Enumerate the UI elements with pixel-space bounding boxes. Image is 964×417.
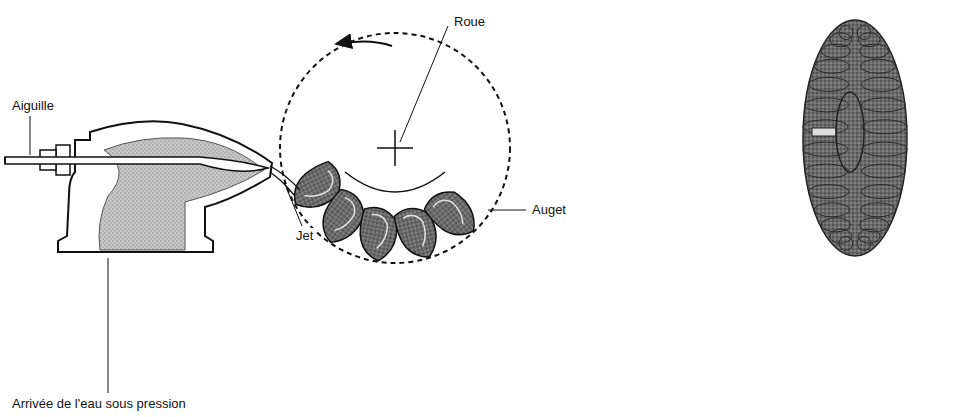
wheel-outline [280, 33, 510, 263]
needle-end [4, 157, 6, 164]
hub [836, 92, 864, 172]
shaft [812, 128, 836, 136]
leader-line [108, 258, 109, 393]
rotation-arrow [336, 41, 392, 46]
part-label: Aiguille [10, 98, 56, 114]
water-passage [99, 138, 264, 250]
leader-line [400, 26, 448, 142]
water-jet [270, 166, 300, 195]
wheel-side-view [803, 20, 907, 256]
leader-line [284, 182, 302, 226]
bucket-group [285, 159, 483, 263]
leader-line [30, 116, 31, 155]
center-cross [377, 130, 413, 166]
part-label: Roue [452, 14, 487, 30]
hub-arc [345, 172, 445, 192]
part-label: Arrivée de l'eau sous pression [10, 396, 188, 412]
bucket [354, 205, 401, 263]
leader-line [488, 210, 526, 211]
needle [5, 157, 268, 171]
bucket [421, 183, 483, 247]
bucket-texture [803, 26, 907, 251]
part-label: Auget [530, 202, 568, 218]
part-label: Jet [294, 228, 315, 244]
nozzle-housing [58, 121, 272, 252]
